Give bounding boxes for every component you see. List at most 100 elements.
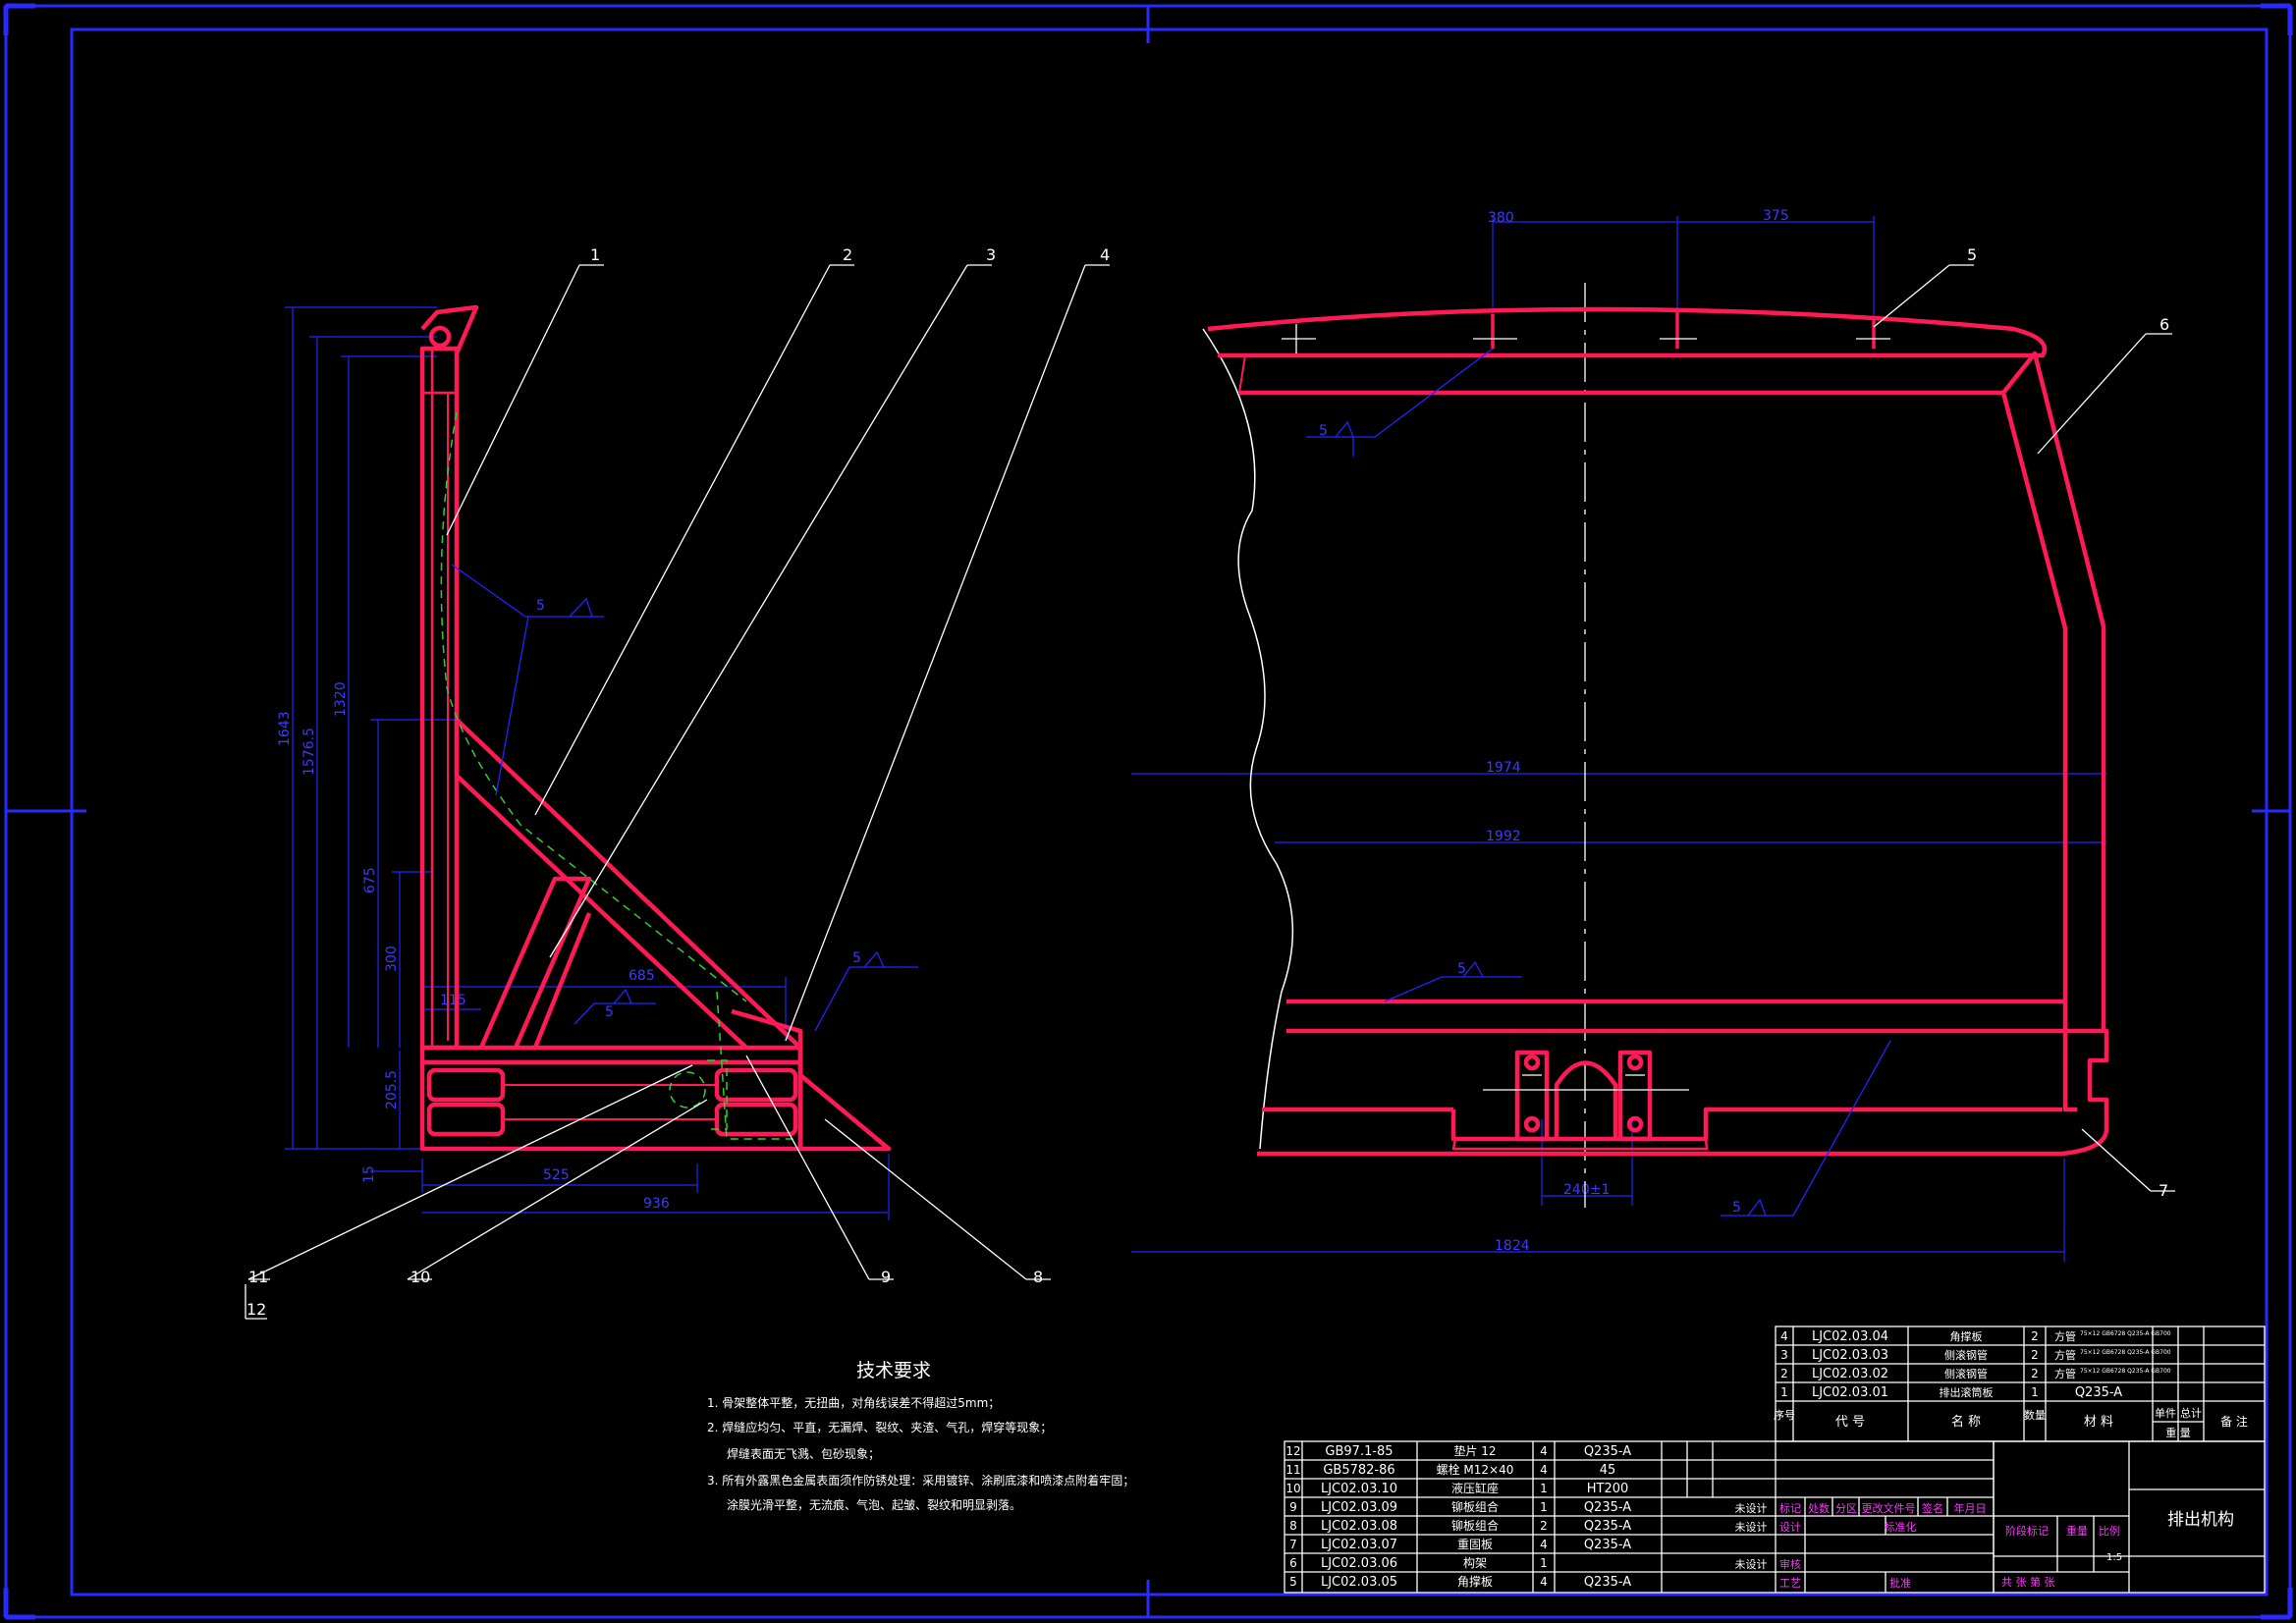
scale-label: 比例 — [2099, 1524, 2120, 1538]
bom-text: 4 LJC02.03.04 角撑板 2 方管 75×12 GB6728 Q235-A GB… — [1285, 1329, 2248, 1590]
front-view-dimensions — [1131, 216, 2106, 1262]
side-view: 1643 1576.5 1320 675 300 205.5 15 525 93… — [245, 245, 1110, 1320]
bom-cell: 75×12 GB6728 Q235-A GB700 — [2080, 1349, 2171, 1356]
bom-lower — [1284, 1440, 1995, 1594]
tb-cell: 未设计 — [1735, 1558, 1768, 1571]
bom-header: 备 注 — [2220, 1414, 2248, 1429]
bom-cell: LJC02.03.05 — [1321, 1575, 1397, 1590]
bom-cell: 2 — [2031, 1367, 2039, 1380]
balloon-1: 1 — [590, 245, 600, 264]
bom-cell: 螺栓 M12×40 — [1437, 1462, 1514, 1477]
bom-cell: 角撑板 — [1950, 1329, 1983, 1343]
bom-cell: 10 — [1285, 1482, 1300, 1495]
side-view-outline — [419, 304, 892, 1152]
bom-cell: 4 — [1780, 1329, 1788, 1343]
bom-cell: 铆板组合 — [1451, 1518, 1499, 1533]
balloon-3: 3 — [986, 245, 996, 264]
stage-label: 阶段标记 — [2005, 1524, 2049, 1538]
tech-item: 涂膜光滑平整，无流痕、气泡、起皱、裂纹和明显剥落。 — [727, 1497, 1021, 1512]
tb-label: 更改文件号 — [1862, 1501, 1916, 1515]
bom-cell: LJC02.03.07 — [1321, 1538, 1397, 1552]
dim-205: 205.5 — [384, 1070, 400, 1109]
dim-685: 685 — [629, 968, 655, 984]
bom-cell: 侧滚钢管 — [1944, 1348, 1988, 1362]
bom-cell: LJC02.03.01 — [1812, 1385, 1888, 1400]
bom-header: 重 量 — [2165, 1426, 2191, 1439]
bom-cell: 4 — [1540, 1444, 1548, 1458]
dim-15: 15 — [361, 1165, 377, 1183]
balloon-2: 2 — [843, 245, 852, 264]
bom-cell: 2 — [2031, 1348, 2039, 1362]
bom-cell: 4 — [1540, 1575, 1548, 1589]
bom-cell: 12 — [1285, 1444, 1300, 1458]
balloon-6: 6 — [2159, 315, 2169, 334]
bom-cell: LJC02.03.04 — [1812, 1329, 1888, 1344]
bom-cell: LJC02.03.03 — [1812, 1348, 1888, 1363]
dim-936: 936 — [643, 1196, 670, 1212]
balloon-5: 5 — [1967, 245, 1977, 264]
tb-label: 年月日 — [1954, 1501, 1987, 1515]
weight-label: 重量 — [2066, 1524, 2088, 1538]
bom-cell: 4 — [1540, 1463, 1548, 1477]
tb-label: 工艺 — [1779, 1577, 1801, 1590]
bom-cell: 9 — [1289, 1500, 1297, 1514]
bom-cell: 1 — [1540, 1482, 1548, 1495]
tech-item: 3. 所有外露黑色金属表面须作防锈处理：采用镀锌、涂刷底漆和喷漆点附着牢固； — [707, 1473, 1134, 1488]
bom-cell: 1 — [1780, 1385, 1788, 1399]
dim-1643: 1643 — [277, 711, 293, 746]
tb-label: 分区 — [1835, 1502, 1857, 1515]
dim-115: 115 — [440, 993, 466, 1008]
bom-cell: 5 — [1289, 1575, 1297, 1589]
side-view-dimensions — [285, 306, 890, 1220]
scale-value: 1:5 — [2106, 1552, 2122, 1563]
bom-cell: GB5782-86 — [1323, 1463, 1394, 1478]
weld-label: 5 — [1457, 961, 1466, 977]
bom-cell: LJC02.03.09 — [1321, 1500, 1397, 1515]
bom-header: 材 料 — [2084, 1415, 2113, 1430]
tb-label: 标准化 — [1885, 1520, 1917, 1534]
weld-label: 5 — [1319, 423, 1328, 439]
tb-label: 签名 — [1922, 1501, 1943, 1515]
bom-cell: 重固板 — [1457, 1538, 1493, 1551]
bom-cell: 2 — [2031, 1329, 2039, 1343]
balloon-8: 8 — [1033, 1268, 1043, 1286]
technical-requirements: 技术要求 1. 骨架整体平整，无扭曲，对角线误差不得超过5mm； 2. 焊缝应均… — [707, 1360, 1134, 1512]
bom-cell: LJC02.03.02 — [1812, 1367, 1888, 1381]
bom-cell: LJC02.03.10 — [1321, 1482, 1397, 1496]
bom-cell: 11 — [1285, 1463, 1300, 1477]
bom-header: 代 号 — [1835, 1415, 1865, 1430]
bom-cell: 1 — [1540, 1556, 1548, 1570]
bom-cell: 垫片 12 — [1453, 1443, 1496, 1458]
tech-item: 2. 焊缝应均匀、平直，无漏焊、裂纹、夹渣、气孔，焊穿等现象； — [707, 1420, 1052, 1434]
weld-symbols-left — [451, 564, 918, 1032]
bom-cell: 4 — [1540, 1538, 1548, 1551]
tech-item: 焊缝表面无飞溅、包砂现象； — [727, 1446, 880, 1461]
bom-cell: 45 — [1600, 1463, 1616, 1478]
bom-cell: 7 — [1289, 1538, 1297, 1551]
balloon-12: 12 — [246, 1300, 266, 1319]
bom-cell: 铆板组合 — [1451, 1499, 1499, 1514]
weld-symbols-right — [1306, 348, 1891, 1217]
bom-cell: 方管 — [2054, 1329, 2076, 1343]
weld-label: 5 — [536, 598, 545, 614]
drawing-title: 排出机构 — [2167, 1510, 2234, 1530]
bom-cell: 1 — [1540, 1500, 1548, 1514]
dim-375: 375 — [1763, 208, 1789, 224]
tb-label: 设计 — [1779, 1521, 1801, 1534]
front-view: 380 375 1974 1992 240±1 1824 — [1131, 208, 2175, 1262]
bom-cell: Q235-A — [1584, 1444, 1631, 1459]
bom-header: 单件 — [2155, 1407, 2176, 1420]
break-line — [1202, 328, 1294, 1150]
bom-cell: 75×12 GB6728 Q235-A GB700 — [2080, 1368, 2171, 1375]
weld-label: 5 — [1732, 1200, 1741, 1216]
bom-cell: LJC02.03.08 — [1321, 1519, 1397, 1534]
side-view-leaders — [245, 264, 1110, 1320]
balloon-11: 11 — [248, 1268, 268, 1286]
bom-cell: 1 — [2031, 1385, 2039, 1399]
front-view-marks — [1282, 264, 2175, 1192]
bom-cell: 8 — [1289, 1519, 1297, 1533]
bom-cell: 侧滚钢管 — [1944, 1367, 1988, 1380]
dim-240: 240±1 — [1563, 1182, 1610, 1198]
tech-title: 技术要求 — [856, 1360, 931, 1381]
